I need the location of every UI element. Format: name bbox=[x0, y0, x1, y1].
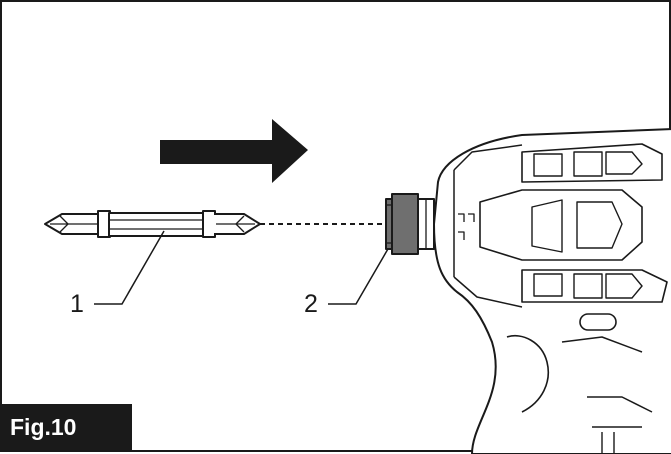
callout-number-1: 1 bbox=[70, 290, 84, 318]
leader-line-2 bbox=[328, 241, 393, 305]
figure-label: Fig.10 bbox=[2, 404, 132, 450]
impact-driver bbox=[385, 128, 671, 454]
bit bbox=[44, 210, 261, 238]
leader-line-1 bbox=[94, 230, 165, 305]
right-arrow-icon bbox=[160, 119, 308, 183]
callout-number-2: 2 bbox=[304, 290, 318, 318]
